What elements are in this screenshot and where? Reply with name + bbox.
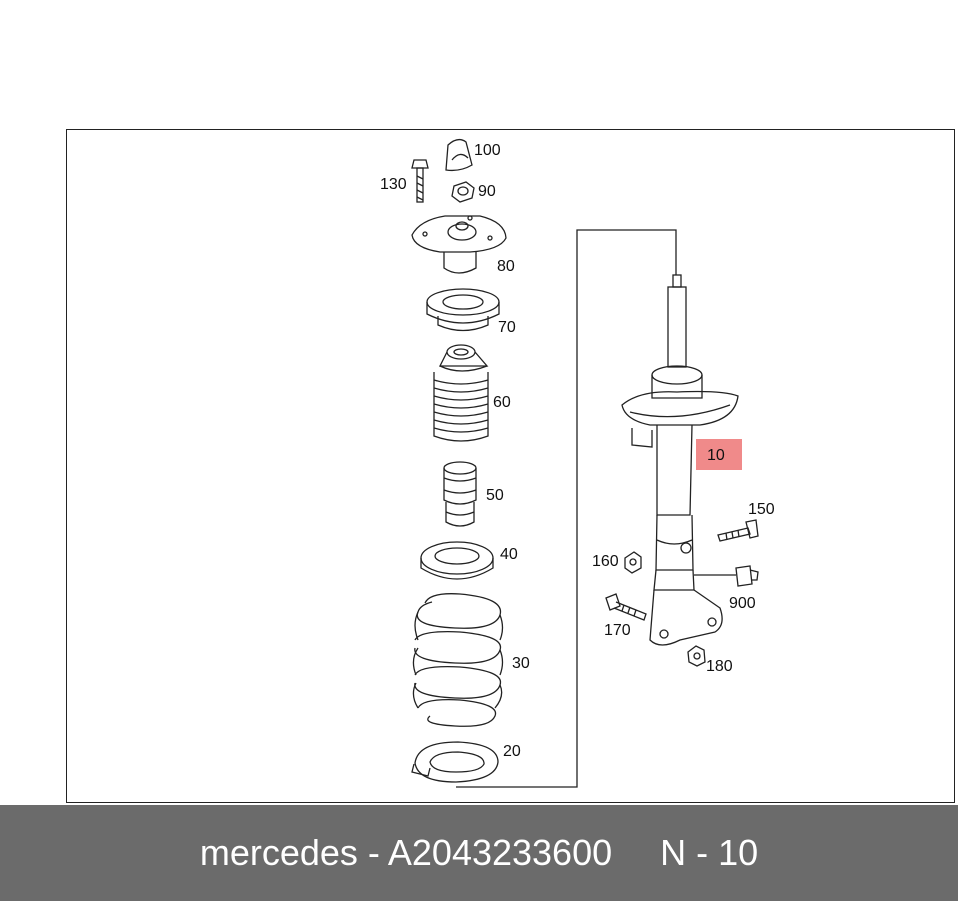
- label-30: 30: [512, 655, 530, 672]
- part-160-nut: [624, 551, 642, 574]
- part-50-bump-stop: [443, 461, 477, 527]
- part-40-spring-seat: [420, 541, 494, 580]
- label-100: 100: [474, 142, 501, 159]
- part-10-strut: [621, 274, 739, 646]
- label-170: 170: [604, 622, 631, 639]
- part-70-bearing: [426, 288, 500, 332]
- label-80: 80: [497, 258, 515, 275]
- part-180-nut: [687, 645, 706, 667]
- label-90: 90: [478, 183, 496, 200]
- part-900-clip: [694, 565, 759, 587]
- footer-bar: mercedes - A2043233600 N - 10: [0, 805, 958, 901]
- label-50: 50: [486, 487, 504, 504]
- part-80-top-mount: [411, 215, 507, 274]
- label-160: 160: [592, 553, 619, 570]
- diagram-frame: [66, 129, 955, 803]
- label-150: 150: [748, 501, 775, 518]
- part-130-bolt: [411, 159, 429, 203]
- part-60-dust-boot: [433, 344, 489, 442]
- label-900: 900: [729, 595, 756, 612]
- label-180: 180: [706, 658, 733, 675]
- label-10: 10: [707, 447, 725, 464]
- assembly-bracket-line: [456, 229, 677, 788]
- label-130: 130: [380, 176, 407, 193]
- part-150-bolt: [717, 519, 759, 542]
- part-90-nut: [451, 181, 475, 203]
- part-170-bolt: [605, 593, 647, 621]
- highlight-part-10: [696, 439, 742, 470]
- label-70: 70: [498, 319, 516, 336]
- part-30-coil-spring: [412, 593, 504, 727]
- label-60: 60: [493, 394, 511, 411]
- label-40: 40: [500, 546, 518, 563]
- part-20-lower-seat: [411, 741, 499, 783]
- brand-part-number: mercedes - A2043233600: [199, 832, 613, 873]
- part-100-cap: [445, 138, 473, 172]
- position-number: N - 10: [660, 832, 759, 873]
- label-20: 20: [503, 743, 521, 760]
